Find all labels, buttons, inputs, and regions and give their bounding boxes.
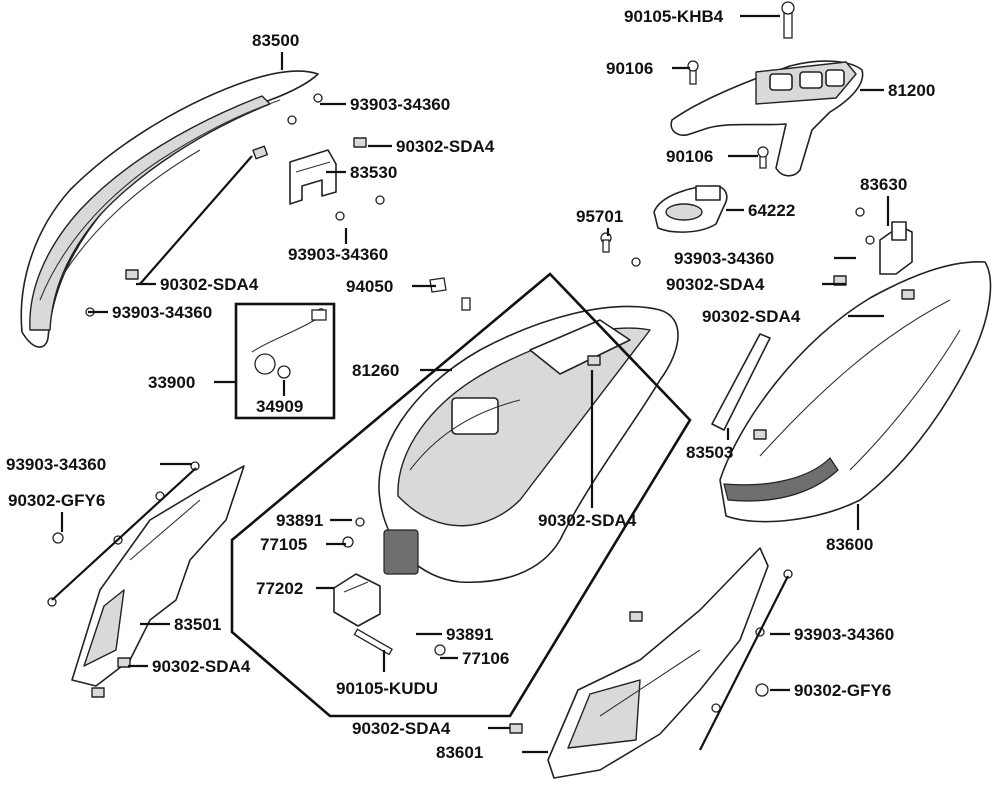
label-83503: 83503	[686, 443, 733, 462]
label-34909: 34909	[256, 397, 303, 416]
luggage-box-group-frame	[230, 272, 692, 718]
label-81200: 81200	[888, 81, 935, 100]
label-93903-34360-left: 93903-34360	[112, 303, 212, 322]
luggage-box-drawing	[378, 305, 679, 584]
label-94050: 94050	[346, 277, 393, 296]
label-93903-34360-right-panel: 93903-34360	[794, 625, 894, 644]
light-harness-frame	[234, 302, 336, 420]
fasteners-drawing	[47, 1, 915, 734]
light-harness-drawing	[251, 308, 327, 379]
label-83601: 83601	[436, 743, 483, 762]
leader-lines	[51, 14, 890, 754]
label-95701: 95701	[576, 207, 623, 226]
label-33900: 33900	[148, 373, 195, 392]
label-90302-SDA4-right-bracket: 90302-SDA4	[666, 275, 765, 294]
right-panel-drawing	[547, 547, 769, 779]
label-83501: 83501	[174, 615, 221, 634]
rear-carrier-drawing	[670, 60, 864, 177]
label-93903-34360-left-panel: 93903-34360	[6, 455, 106, 474]
label-83500: 83500	[252, 31, 299, 50]
label-81260: 81260	[352, 361, 399, 380]
label-90302-SDA4-right-cover: 90302-SDA4	[702, 307, 801, 326]
label-93903-34360-bracket: 93903-34360	[288, 245, 388, 264]
label-90302-SDA4-left: 90302-SDA4	[160, 275, 259, 294]
label-93903-34360-top: 93903-34360	[350, 95, 450, 114]
label-93903-34360-right: 93903-34360	[674, 249, 774, 268]
label-90105-KHB4: 90105-KHB4	[624, 7, 724, 26]
right-side-cover-drawing	[719, 261, 992, 523]
rear-cover-drawing	[20, 70, 319, 348]
label-64222: 64222	[748, 201, 795, 220]
label-77105: 77105	[260, 535, 307, 554]
label-77106: 77106	[462, 649, 509, 668]
label-90302-GFY6-left: 90302-GFY6	[8, 491, 105, 510]
label-77202: 77202	[256, 579, 303, 598]
left-panel-drawing	[71, 465, 245, 687]
label-90106-rear: 90106	[666, 147, 713, 166]
label-83530: 83530	[350, 163, 397, 182]
label-93891-a: 93891	[276, 511, 323, 530]
label-90106-front: 90106	[606, 59, 653, 78]
bracket-83630-drawing	[879, 221, 913, 275]
part-labels: 90105-KHB4 90106 81200 90106 83500 93903…	[6, 7, 935, 762]
strip-83503-drawing	[711, 333, 771, 431]
label-90302-SDA4-left-panel: 90302-SDA4	[152, 657, 251, 676]
label-93891-b: 93891	[446, 625, 493, 644]
bracket-83530-drawing	[289, 149, 337, 205]
center-cover-64222-drawing	[653, 185, 728, 233]
label-90302-SDA4-top: 90302-SDA4	[396, 137, 495, 156]
lock-77202-drawing	[333, 573, 381, 627]
label-83630: 83630	[860, 175, 907, 194]
label-90302-SDA4-bottom: 90302-SDA4	[352, 719, 451, 738]
label-90302-SDA4-box: 90302-SDA4	[538, 511, 637, 530]
label-83600: 83600	[826, 535, 873, 554]
label-90105-KUDU: 90105-KUDU	[336, 679, 438, 698]
label-90302-GFY6-right: 90302-GFY6	[794, 681, 891, 700]
